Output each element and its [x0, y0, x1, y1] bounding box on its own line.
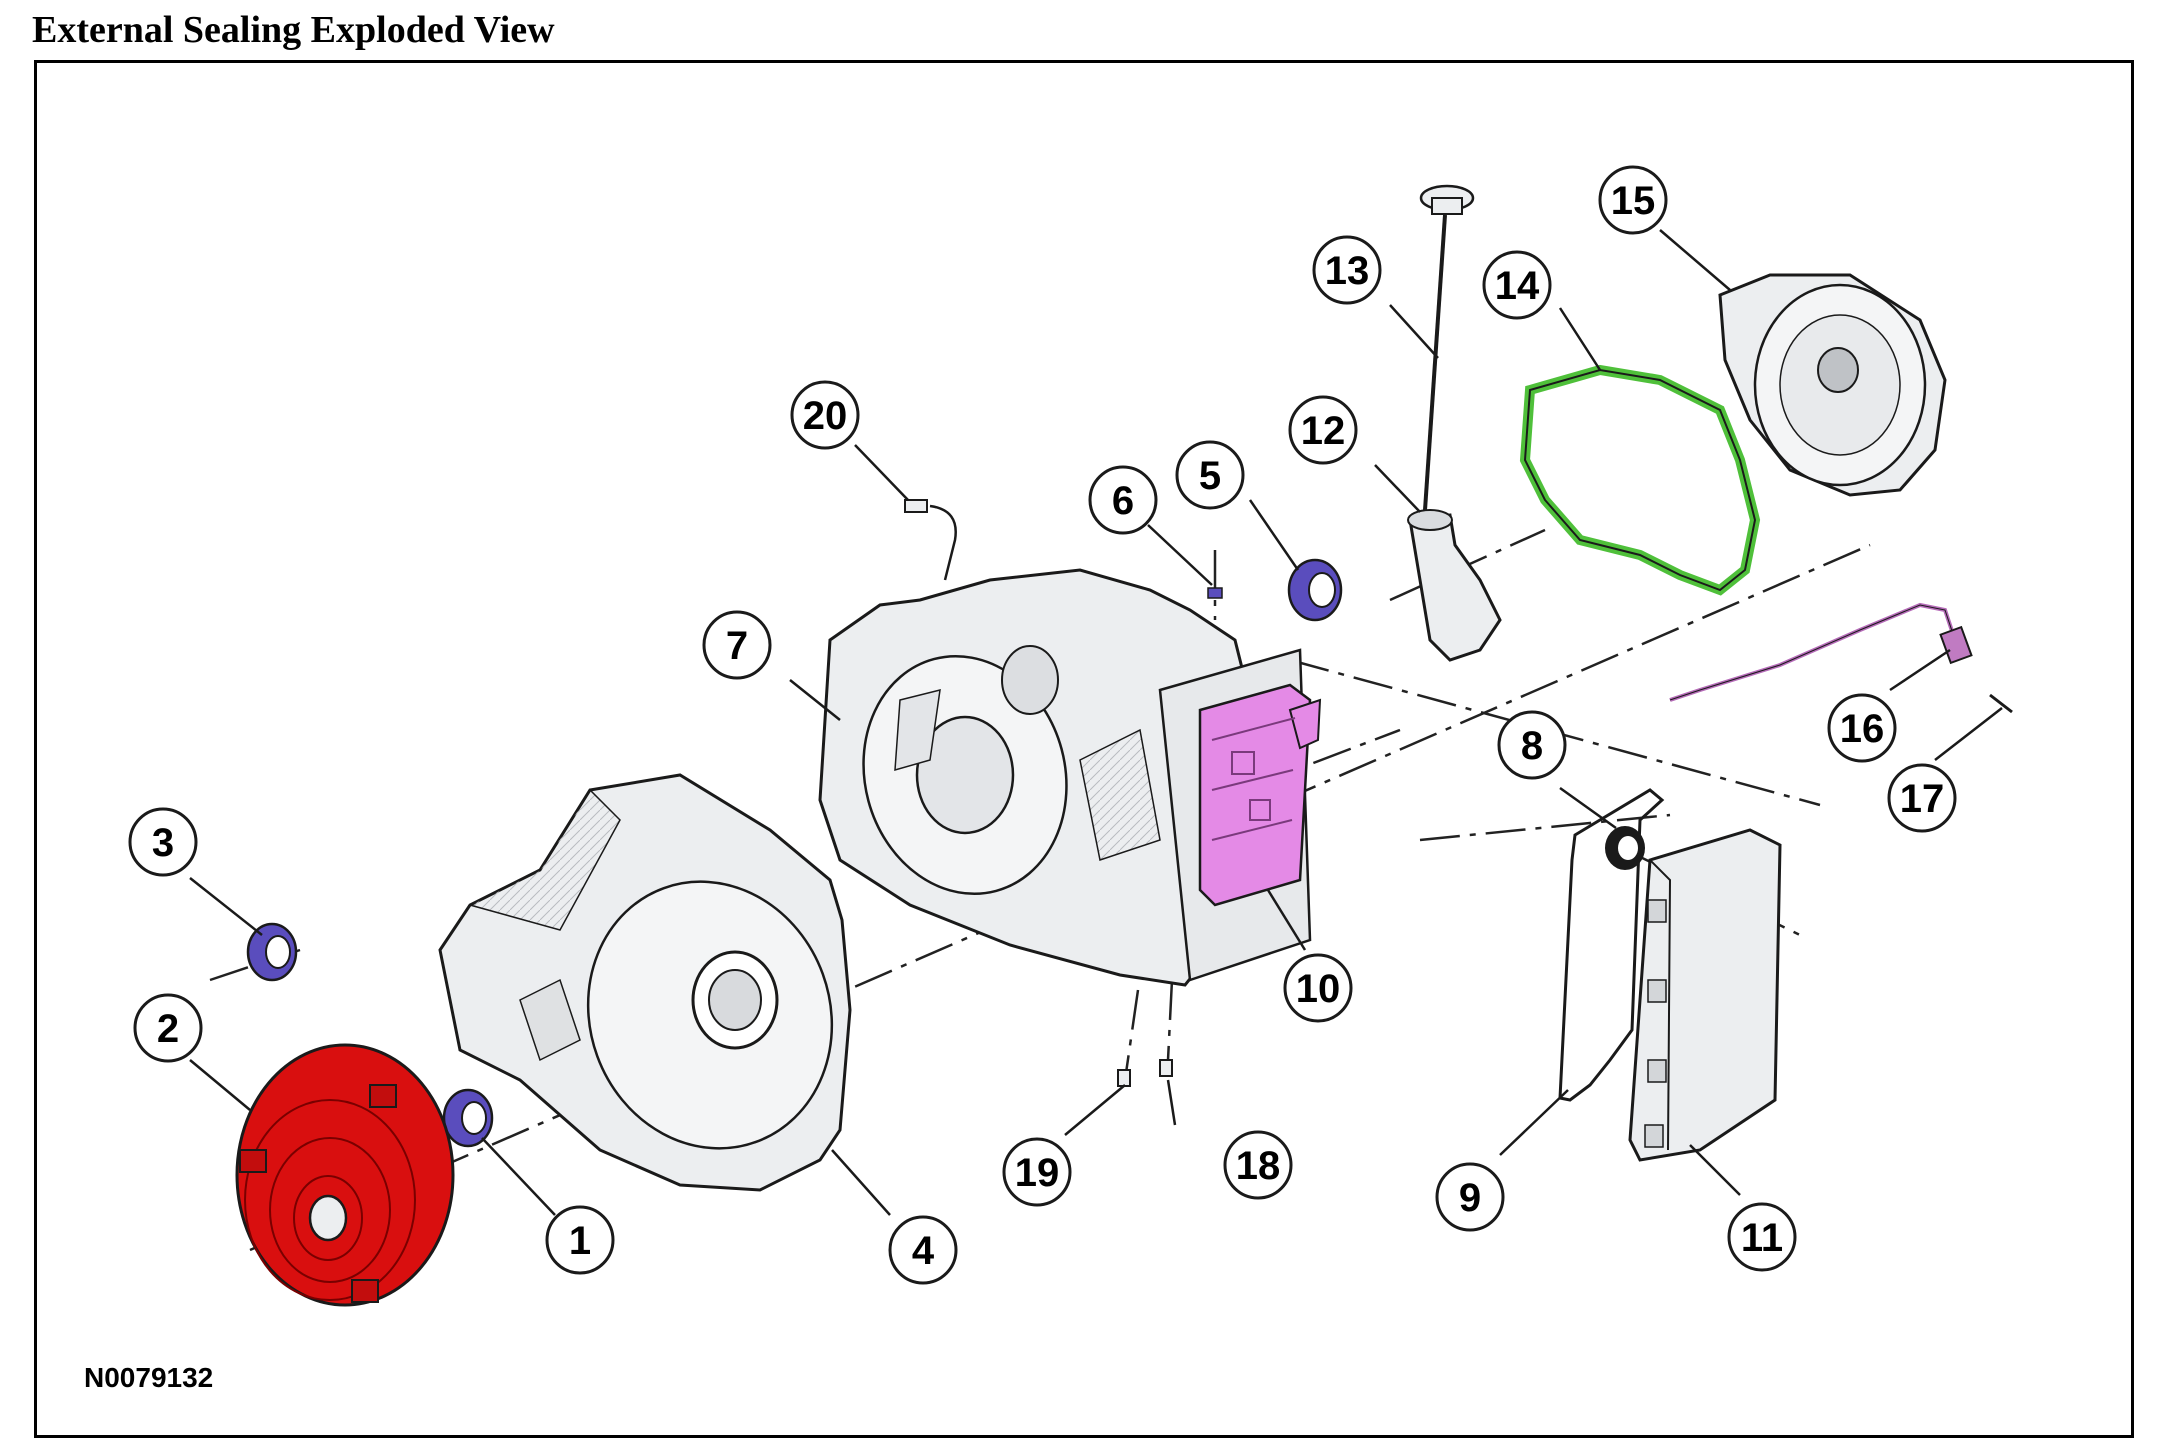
end-cover-gasket-outline [1523, 368, 1757, 592]
main-control-valve-body [1198, 683, 1322, 907]
seal-6 [1207, 587, 1223, 599]
seal-5 [1287, 558, 1343, 622]
callout-9: 9 [1435, 1162, 1505, 1232]
callout-5: 5 [1175, 440, 1245, 510]
callout-15: 15 [1598, 165, 1668, 235]
vent-tube [904, 499, 957, 581]
callout-1: 1 [545, 1205, 615, 1275]
callout-2: 2 [133, 993, 203, 1063]
speed-sensor [1939, 625, 2013, 714]
bolt-19 [1117, 1069, 1131, 1087]
callout-label: 17 [1900, 777, 1945, 821]
callout-label: 5 [1199, 454, 1221, 498]
figure-code: N0079132 [84, 1362, 214, 1393]
callout-label: 10 [1296, 967, 1341, 1011]
callout-8: 8 [1497, 710, 1567, 780]
callout-17: 17 [1887, 763, 1957, 833]
callout-10: 10 [1283, 953, 1353, 1023]
callout-label: 6 [1112, 479, 1134, 523]
callout-11: 11 [1727, 1202, 1797, 1272]
end-cover [1718, 273, 1947, 497]
callout-label: 12 [1301, 409, 1346, 453]
callout-16: 16 [1827, 693, 1897, 763]
callout-label: 16 [1840, 707, 1885, 751]
callout-label: 2 [157, 1007, 179, 1051]
oil-dipstick [1419, 184, 1475, 511]
callout-12: 12 [1288, 395, 1358, 465]
callout-label: 4 [912, 1229, 935, 1273]
callout-6: 6 [1088, 465, 1158, 535]
diagram-title: External Sealing Exploded View [32, 9, 555, 51]
callout-label: 14 [1495, 264, 1540, 308]
callout-label: 13 [1325, 249, 1370, 293]
callout-3: 3 [128, 807, 198, 877]
callout-label: 15 [1611, 179, 1656, 223]
leader-lines [189, 229, 2003, 1216]
callout-label: 1 [569, 1219, 591, 1263]
callout-label: 18 [1236, 1144, 1281, 1188]
seal-3 [246, 922, 298, 982]
seal-1 [442, 1088, 494, 1148]
callout-13: 13 [1312, 235, 1382, 305]
callout-label: 3 [152, 821, 174, 865]
callout-label: 7 [726, 624, 748, 668]
callout-18: 18 [1223, 1130, 1293, 1200]
callout-14: 14 [1482, 250, 1552, 320]
bolt-18 [1159, 1059, 1173, 1077]
seal-8 [1605, 826, 1645, 870]
converter-housing [438, 773, 852, 1192]
callout-4: 4 [888, 1215, 958, 1285]
sensor-bolt [1989, 693, 2013, 714]
diagram-frame [34, 60, 2134, 1438]
end-cover-gasket [1519, 364, 1761, 596]
callout-7: 7 [702, 610, 772, 680]
callout-label: 8 [1521, 724, 1543, 768]
callout-19: 19 [1002, 1137, 1072, 1207]
oil-filler-tube [1407, 509, 1502, 662]
callout-label: 9 [1459, 1176, 1481, 1220]
callout-label: 19 [1015, 1151, 1060, 1195]
side-cover [1628, 828, 1782, 1162]
callouts: 1 2 3 4 5 6 7 8 9 10 11 12 13 14 15 16 1… [128, 165, 1957, 1285]
side-cover-gasket [1558, 788, 1665, 1102]
callout-20: 20 [790, 380, 860, 450]
wiring-harness-outline [1669, 604, 1956, 701]
torque-converter [235, 1043, 455, 1307]
callout-label: 20 [803, 394, 848, 438]
callout-label: 11 [1741, 1216, 1783, 1260]
